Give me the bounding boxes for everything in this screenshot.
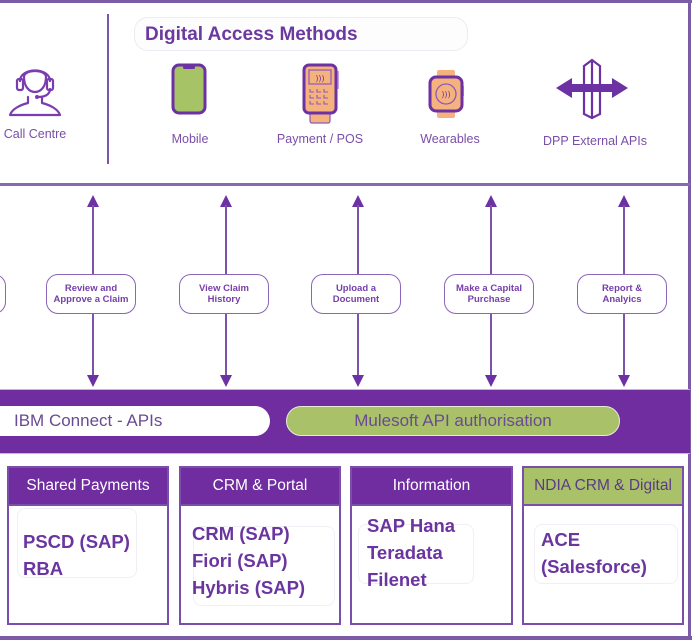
system-item: SAP Hana <box>367 515 456 536</box>
access-section-divider <box>0 183 690 186</box>
system-item: RBA <box>23 558 64 579</box>
flow-line <box>225 205 227 275</box>
ibm-connect-apis: IBM Connect - APIs <box>0 406 270 436</box>
system-crm-portal: CRM & Portal CRM (SAP) Fiori (SAP) Hybri… <box>179 466 341 625</box>
flow-line <box>92 314 94 376</box>
action-upload-document[interactable]: Upload a Document <box>311 274 401 314</box>
smartwatch-icon: ))) <box>428 70 464 118</box>
headset-agent-icon <box>8 69 62 117</box>
system-header: Information <box>352 468 511 506</box>
system-shared-payments: Shared Payments PSCD (SAP) RBA <box>7 466 169 625</box>
action-view-claim-history[interactable]: View Claim History <box>179 274 269 314</box>
action-label: Review and Approve a Claim <box>53 283 129 305</box>
flow-line <box>623 314 625 376</box>
frame-top-border <box>0 0 692 3</box>
system-item: Hybris (SAP) <box>192 577 306 598</box>
access-item-wearables: ))) Wearables <box>410 68 490 152</box>
system-header: CRM & Portal <box>181 468 339 506</box>
arrow-down-icon <box>87 375 99 387</box>
flow-line <box>623 205 625 275</box>
system-item: Fiori (SAP) <box>192 550 288 571</box>
svg-text:))): ))) <box>441 90 450 99</box>
flow-line <box>490 205 492 275</box>
flow-line <box>357 205 359 275</box>
system-item: ACE <box>541 529 581 550</box>
action-make-capital-purchase[interactable]: Make a Capital Purchase <box>444 274 534 314</box>
system-item: (Salesforce) <box>541 556 647 577</box>
dpp-external-apis-label: DPP External APIs <box>543 134 647 148</box>
mulesoft-api-authorisation: Mulesoft API authorisation <box>286 406 620 436</box>
action-label: Make a Capital Purchase <box>456 283 522 305</box>
system-header: Shared Payments <box>9 468 167 506</box>
system-item: Filenet <box>367 569 427 590</box>
mobile-phone-icon <box>171 63 207 115</box>
mobile-label: Mobile <box>171 132 209 146</box>
wearables-label: Wearables <box>420 132 480 146</box>
system-items: ACE (Salesforce) <box>541 526 647 580</box>
arrow-up-icon <box>87 195 99 207</box>
action-review-approve-claim[interactable]: Review and Approve a Claim <box>46 274 136 314</box>
arrow-down-icon <box>618 375 630 387</box>
system-information: Information SAP Hana Teradata Filenet <box>350 466 513 625</box>
flow-line <box>357 314 359 376</box>
arrow-up-icon <box>352 195 364 207</box>
access-item-dpp-external-apis: DPP External APIs <box>530 56 660 152</box>
call-centre-label: Call Centre <box>3 127 67 141</box>
access-item-payment-pos: ))) Payment / POS <box>270 62 370 152</box>
system-inner-card <box>534 524 678 584</box>
system-inner-card <box>193 526 335 606</box>
arrow-down-icon <box>352 375 364 387</box>
pos-terminal-icon: ))) <box>302 63 339 124</box>
flow-line <box>490 314 492 376</box>
system-ndia-crm-digital: NDIA CRM & Digital ACE (Salesforce) <box>522 466 684 625</box>
frame-bottom-border <box>0 636 692 640</box>
system-header: NDIA CRM & Digital <box>524 468 682 506</box>
channel-divider <box>107 14 109 164</box>
system-inner-card <box>358 524 474 584</box>
arrow-up-icon <box>220 195 232 207</box>
access-item-mobile: Mobile <box>150 62 230 152</box>
api-gateway-arrows-icon <box>556 58 628 120</box>
action-report-analytics[interactable]: Report & Analyics <box>577 274 667 314</box>
arrow-up-icon <box>485 195 497 207</box>
frame-right-border <box>688 0 691 640</box>
flow-line <box>225 314 227 376</box>
action-label: Report & Analyics <box>601 283 643 305</box>
arrow-up-icon <box>618 195 630 207</box>
action-box-partial[interactable] <box>0 274 6 314</box>
system-items: SAP Hana Teradata Filenet <box>367 512 455 593</box>
system-items: PSCD (SAP) RBA <box>23 528 130 582</box>
system-items: CRM (SAP) Fiori (SAP) Hybris (SAP) <box>192 520 305 601</box>
system-item: CRM (SAP) <box>192 523 290 544</box>
arrow-down-icon <box>485 375 497 387</box>
system-inner-card <box>17 508 137 578</box>
flow-line <box>92 205 94 275</box>
system-item: PSCD (SAP) <box>23 531 130 552</box>
digital-access-title: Digital Access Methods <box>134 17 468 51</box>
action-label: View Claim History <box>199 283 249 305</box>
call-centre-channel: Call Centre <box>0 55 72 145</box>
arrow-down-icon <box>220 375 232 387</box>
action-label: Upload a Document <box>332 283 380 305</box>
svg-text:))): ))) <box>315 74 324 83</box>
payment-pos-label: Payment / POS <box>276 132 364 146</box>
system-item: Teradata <box>367 542 443 563</box>
